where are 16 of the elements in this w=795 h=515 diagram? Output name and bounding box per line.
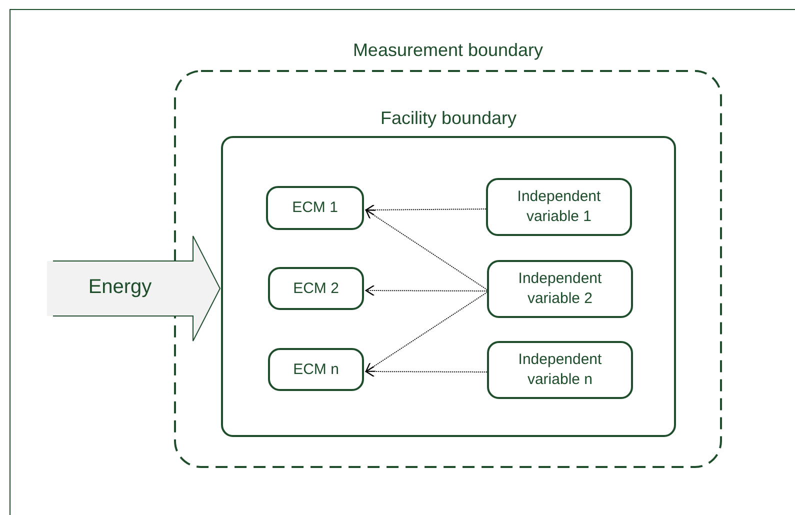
node-label: Independent variable 2 <box>517 269 603 309</box>
process-box <box>266 186 364 230</box>
node-label: ECM 2 <box>292 278 340 298</box>
node-label: ECM n <box>292 360 340 380</box>
node-label: Independent variable 1 <box>516 187 602 227</box>
energy-block-arrow <box>47 235 221 342</box>
boundary-label: Facility boundary <box>380 108 517 129</box>
process-box <box>268 267 364 310</box>
node-label: Independent variable n <box>517 350 603 390</box>
node-label: ECM 1 <box>291 198 339 218</box>
process-box <box>487 260 633 318</box>
node-label: Energy <box>88 276 152 298</box>
boundary-label: Measurement boundary <box>352 40 544 61</box>
process-box <box>268 348 364 391</box>
process-box <box>487 341 633 399</box>
process-box <box>486 178 632 236</box>
